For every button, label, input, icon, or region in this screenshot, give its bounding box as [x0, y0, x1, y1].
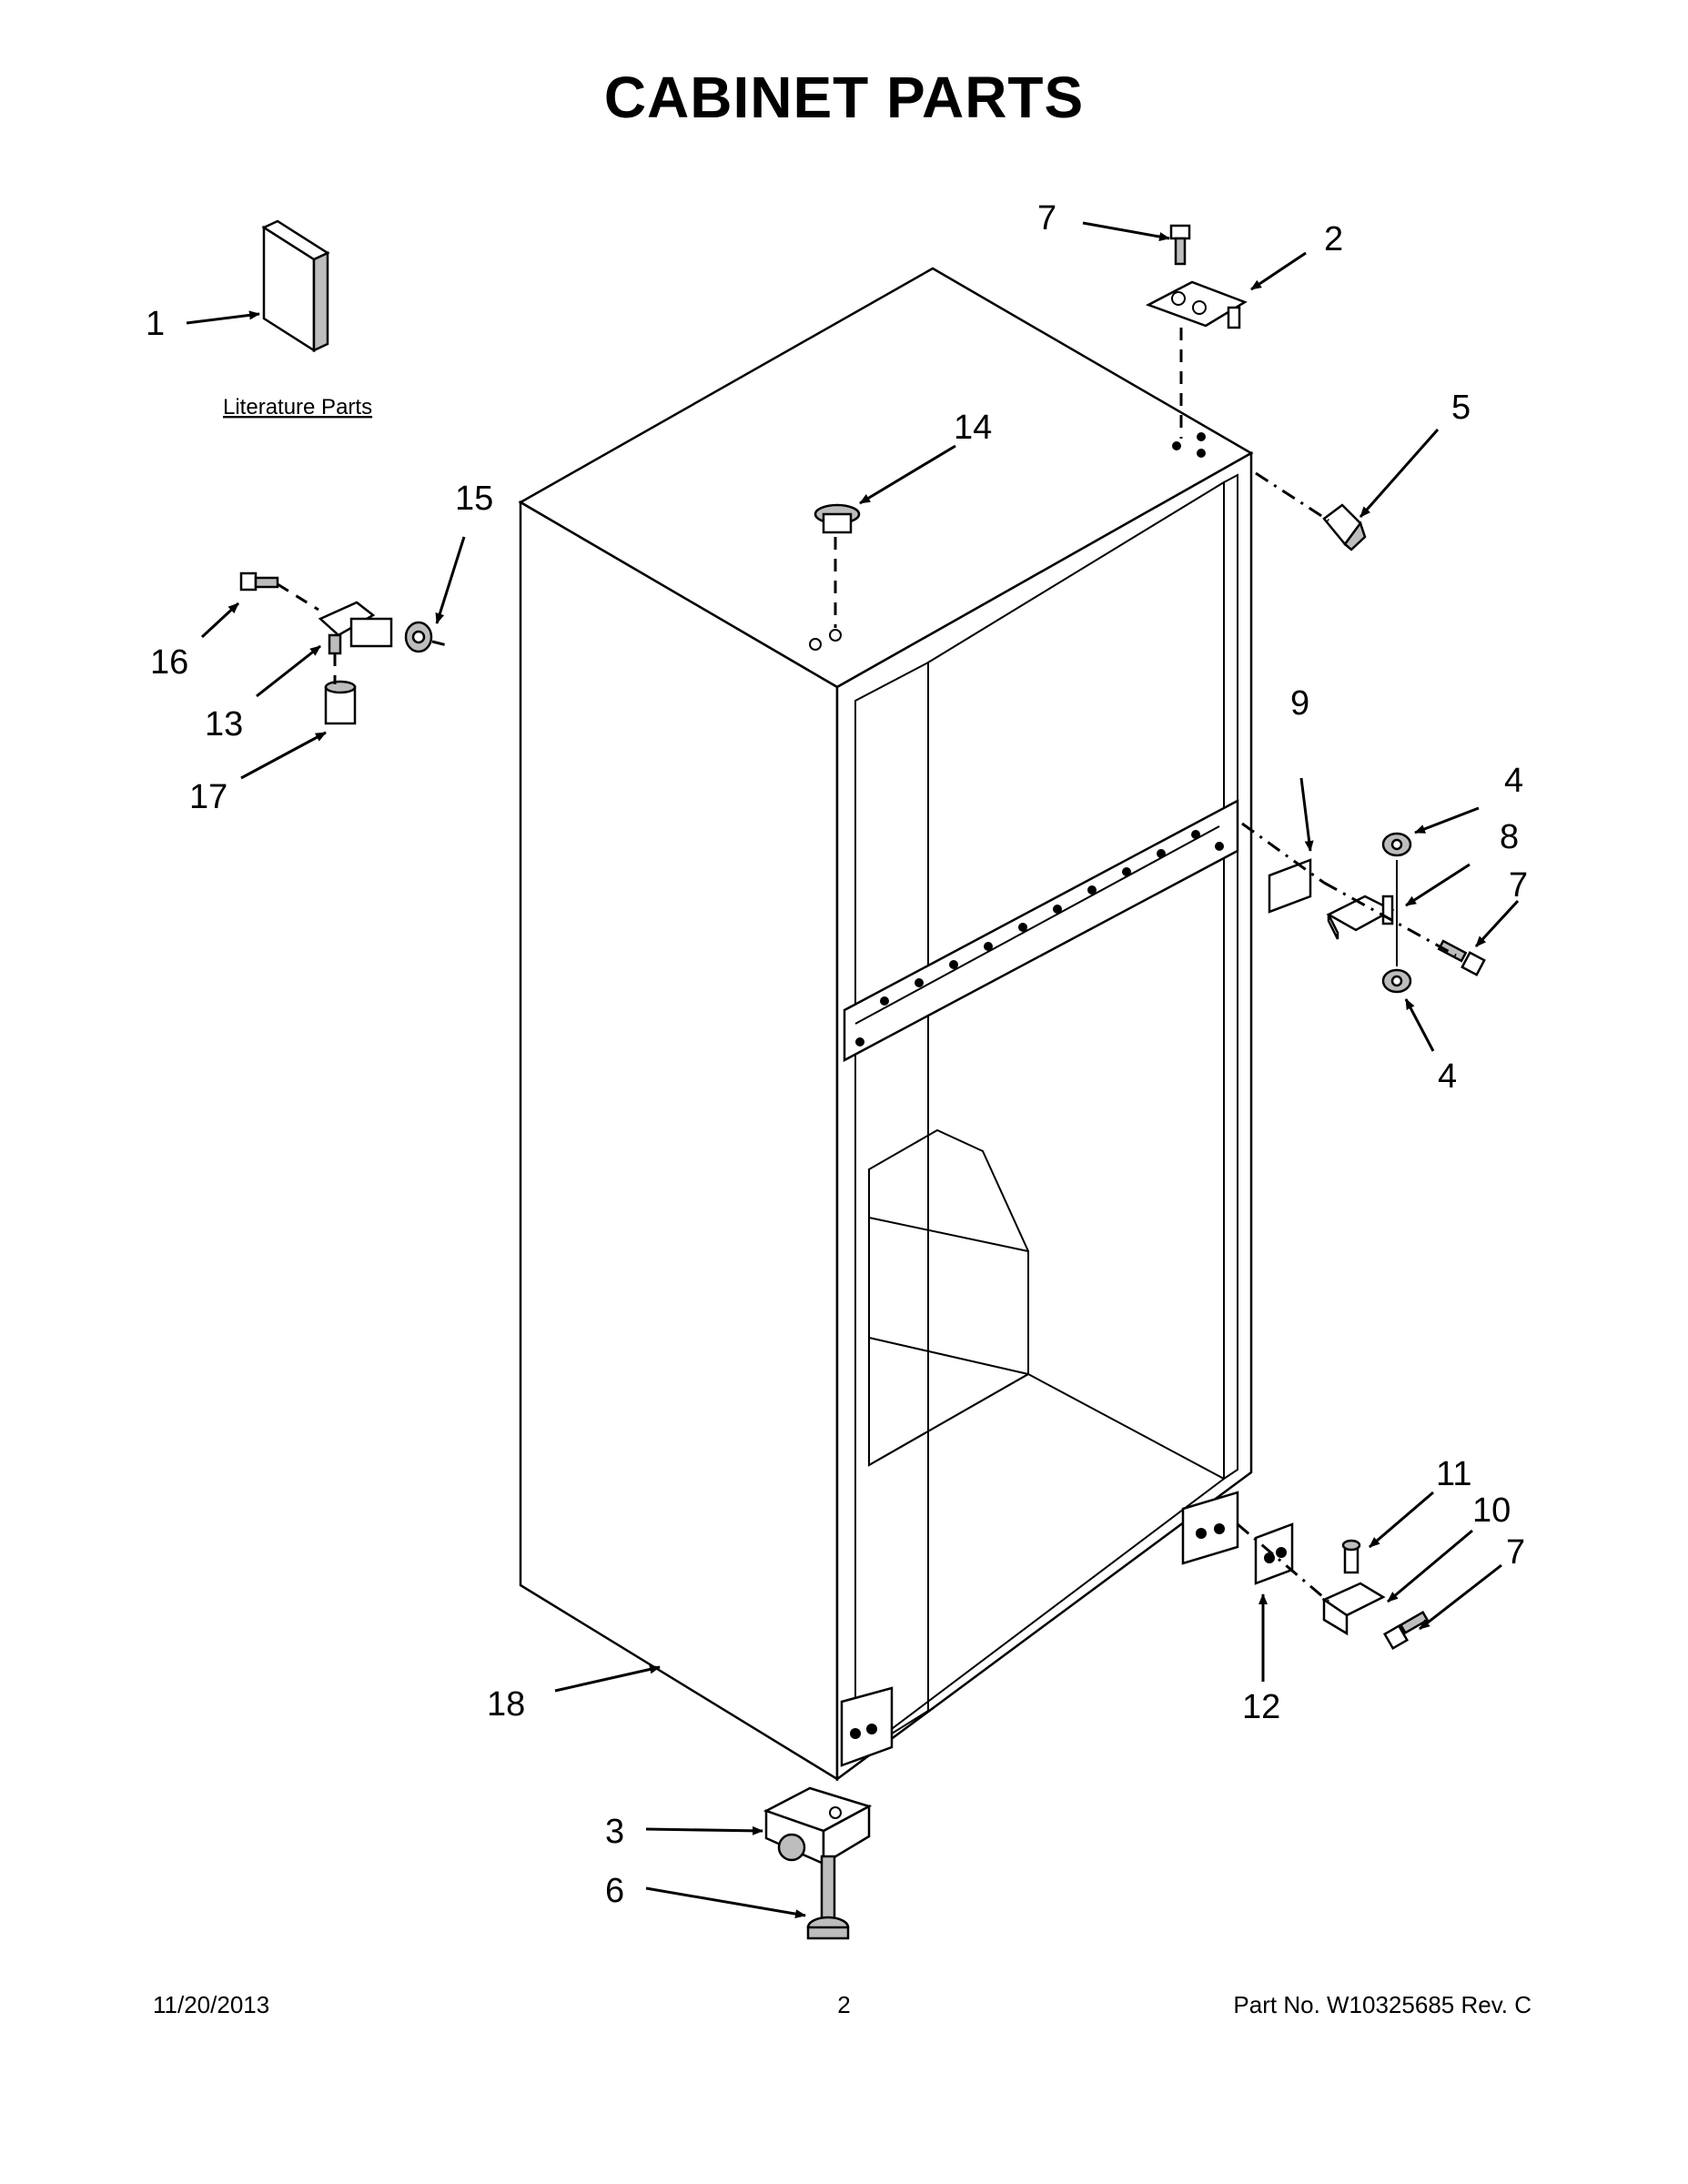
roller-assembly — [763, 1786, 873, 1866]
callout-15: 15 — [455, 480, 493, 518]
callout-1: 1 — [146, 305, 165, 343]
hinge-cover — [1322, 503, 1367, 551]
hinge-shim-12 — [1254, 1522, 1294, 1585]
callout-12: 12 — [1242, 1688, 1280, 1726]
hinge-pin-assembly — [318, 601, 393, 655]
leader-lines — [186, 221, 1520, 1919]
callout-4-bottom: 4 — [1438, 1057, 1457, 1096]
callout-10: 10 — [1472, 1491, 1511, 1530]
callout-5: 5 — [1451, 389, 1471, 427]
cabinet-body — [518, 267, 1254, 1782]
screw-center-7 — [1437, 939, 1486, 976]
bushing-axis — [431, 640, 451, 648]
callout-7-center: 7 — [1509, 866, 1528, 905]
cover-axis — [1255, 471, 1329, 522]
center-axis-2 — [1323, 881, 1457, 957]
screw-bottom-7 — [1382, 1610, 1430, 1651]
top-hinge — [1145, 280, 1248, 329]
literature-booklet — [261, 219, 330, 353]
bottom-hinge-10 — [1321, 1582, 1386, 1636]
hinge-shim-9 — [1268, 858, 1312, 914]
callout-17: 17 — [189, 778, 227, 816]
bushing — [404, 621, 433, 653]
center-hinge-8 — [1326, 895, 1395, 940]
callout-9: 9 — [1290, 684, 1309, 723]
callout-3: 3 — [605, 1813, 624, 1851]
washer-upper-4 — [1381, 832, 1412, 857]
hinge-screw-top — [1169, 224, 1191, 266]
callout-2: 2 — [1324, 220, 1343, 258]
plug-button — [814, 503, 861, 534]
footer-date: 11/20/2013 — [153, 1991, 270, 2018]
callout-8: 8 — [1500, 818, 1519, 856]
screw-16-axis — [277, 582, 319, 612]
callout-18: 18 — [487, 1685, 525, 1724]
page-title: CABINET PARTS — [603, 65, 1085, 130]
screw-16 — [239, 571, 279, 592]
callout-13: 13 — [205, 705, 243, 743]
callout-14: 14 — [954, 409, 992, 447]
footer-page-number: 2 — [837, 1991, 851, 2018]
callout-7-top: 7 — [1037, 199, 1056, 238]
spacer-17 — [324, 680, 357, 725]
callout-numbers: 1 7 2 5 14 15 16 13 17 9 4 8 7 4 11 10 7… — [146, 199, 1528, 1910]
callout-6: 6 — [605, 1872, 624, 1910]
washer-lower-4 — [1381, 968, 1412, 994]
literature-parts-label: Literature Parts — [223, 395, 372, 420]
callout-16: 16 — [150, 643, 188, 682]
callout-7-bottom: 7 — [1506, 1533, 1525, 1572]
callout-4-top: 4 — [1504, 762, 1523, 800]
rail-holes — [855, 830, 1224, 1046]
bottom-axis — [1237, 1522, 1329, 1603]
hinge-pin-11 — [1341, 1539, 1361, 1574]
leveling-leg — [806, 1855, 850, 1940]
footer-part-number: Part No. W10325685 Rev. C — [1233, 1991, 1531, 2018]
callout-11: 11 — [1436, 1455, 1471, 1493]
